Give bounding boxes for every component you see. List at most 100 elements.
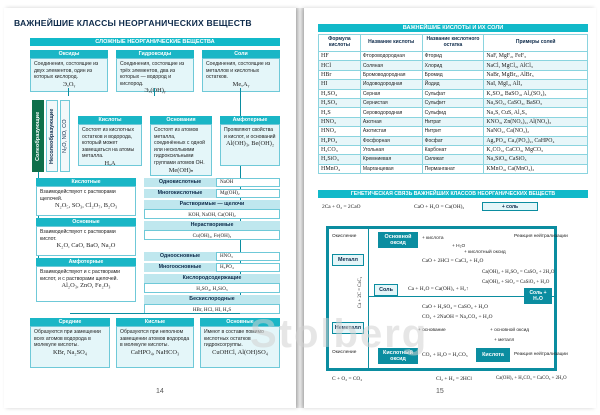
residue-name-cell: Сульфат [421, 88, 485, 99]
basic-oxides-header: Основные [36, 218, 136, 226]
equation: CO₂ + 2NaOH = Na₂CO₃ + H₂O [422, 314, 493, 320]
acid-type-example: H₃PO₄ [216, 263, 280, 272]
plus-salt-label: + соль [482, 202, 538, 211]
acid-name-cell: Азотистая [359, 126, 423, 137]
residue-name-cell: Нитрит [421, 126, 485, 137]
base-type-example: KOH, NaOH, Ca(OH)₂ [144, 209, 280, 219]
diagram-frame-line [326, 368, 556, 371]
basic-salts-card: Основные Имеют в составе помимо кислотны… [200, 318, 280, 368]
acid-name-cell: Бромоводородная [359, 69, 423, 81]
equation: 2Ca + O₂ = 2CaO [322, 204, 361, 210]
acid-name-cell: Соляная [359, 60, 423, 71]
base-type-row: Многокислотные Mg(OH)₂ [144, 189, 280, 198]
non-salt-forming-label: Несолеобразующие [46, 100, 58, 172]
equation: Ca(OH)₂ + H₂SO₄ = CaSO₄ + 2H₂O [482, 270, 555, 275]
non-salt-forming-examples: N₂O, NO, CO [60, 100, 70, 172]
amphoteric-body: Проявляют свойства и кислот, и оснований… [220, 124, 280, 166]
amphoteric-formula: Al(OH)₃, Be(OH)₂ [225, 140, 275, 148]
acidic-salts-card: Кислые Образуются при неполном замещении… [116, 318, 194, 368]
arrow-label: + основной оксид [490, 328, 530, 333]
residue-name-cell: Фосфат [421, 135, 485, 146]
acid-name-cell: Угольная [359, 144, 423, 156]
bases-body: Состоят из атомов металла, соединённых с… [150, 124, 212, 176]
equation: CaO + H₂O = Ca(OH)₂ [414, 204, 465, 210]
acid-formula-cell: H₂S [318, 107, 361, 118]
equation: Ca + H₂O = Ca(OH)₂ + H₂↑ [408, 286, 469, 292]
acid-name-cell: Иодоводородная [359, 79, 423, 90]
metal-node: Металл [332, 254, 364, 266]
bases-formula: Me(OH)ₙ [168, 166, 194, 174]
diagram-frame-line [368, 226, 369, 370]
residue-name-cell: Сульфит [421, 97, 485, 109]
basic-oxides-desc: Взаимодействуют с растворами кислот. [40, 229, 116, 242]
base-type-example: Cu(OH)₂, Fe(OH)₃ [144, 230, 280, 240]
arrow-label: + кислотный оксид [464, 250, 506, 255]
acid-name-cell: Серная [359, 88, 423, 99]
residue-name-cell: Бромид [421, 69, 485, 81]
acidic-salts-body: Образуются при неполном замещении атомов… [116, 326, 194, 368]
salt-examples-cell: Ag₃PO₄, Ca₃(PO₄)₂, CaHPO₄ [483, 135, 588, 146]
column-header: Название кислотного остатка [421, 34, 485, 52]
acids-formula: HₓA [104, 159, 116, 167]
residue-name-cell: Фторид [421, 50, 485, 62]
salts-card: Соли Соединения, состоящие из металлов и… [202, 50, 280, 92]
salt-examples-cell: NaNO₂, Ca(NO₂)₂ [483, 126, 588, 137]
residue-name-cell: Карбонат [421, 144, 485, 156]
acids-header: Кислоты [78, 116, 142, 124]
acid-name-cell: Азотная [359, 116, 423, 128]
medium-salts-header: Средние [30, 318, 110, 326]
acid-formula-cell: HBr [318, 69, 361, 81]
residue-name-cell: Йодид [421, 79, 485, 90]
oxides-header: Оксиды [30, 50, 108, 58]
base-type-label: Растворимые — щелочи [144, 200, 280, 209]
residue-name-cell: Силикат [421, 154, 485, 165]
genetic-link-diagram: 2Ca + O₂ = 2CaO CaO + H₂O = Ca(OH)₂ + со… [318, 200, 588, 390]
salt-examples-cell: K₂CO₃, CaCO₃, MgCO₃ [483, 144, 588, 156]
acid-formula-cell: H₂SO₃ [318, 97, 361, 109]
diagram-frame-line [326, 226, 556, 229]
acid-node: Кислота [476, 348, 510, 362]
arrow-label: + основание [418, 328, 446, 333]
acid-type-label: Многоосновные [144, 263, 216, 272]
acidic-oxides-examples: N₂O₅, SO₃, Cl₂O₇, B₂O₃ [54, 202, 118, 210]
hydroxides-card: Гидроксиды Соединения, состоящие из трёх… [116, 50, 194, 94]
equation: Ca + 2C = CaC₂ [358, 276, 363, 308]
connector-line [70, 313, 240, 314]
salts-desc: Соединения, состоящие из металлов и кисл… [206, 61, 271, 81]
equation: C + O₂ = CO₂ [332, 376, 363, 382]
salt-node: Соль [374, 284, 398, 296]
salt-water-node: Соль + H₂O [524, 288, 552, 304]
page-number: 15 [436, 388, 444, 395]
acid-oxide-node: Кислотный оксид [378, 348, 418, 364]
acids-card: Кислоты Состоят из кислотных остатков и … [78, 116, 142, 167]
bases-header: Основания [150, 116, 212, 124]
arrow-label: Реакция нейтрализации [514, 234, 568, 239]
medium-salts-desc: Образуются при замещении всех атомов вод… [34, 329, 101, 349]
basic-oxide-node: Основной оксид [378, 232, 418, 248]
table-header-row: Формула кислоты Название кислоты Названи… [318, 34, 588, 52]
acid-type-row: Многоосновные H₃PO₄ [144, 263, 280, 272]
acid-formula-cell: HNO₃ [318, 116, 361, 128]
acid-type-example: HNO₃ [216, 252, 280, 261]
base-type-label: Многокислотные [144, 189, 216, 198]
salts-header: Соли [202, 50, 280, 58]
acid-formula-cell: HNO₂ [318, 126, 361, 137]
page-number: 14 [156, 388, 164, 395]
medium-salts-body: Образуются при замещении всех атомов вод… [30, 326, 110, 368]
genetic-link-bar: ГЕНЕТИЧЕСКАЯ СВЯЗЬ ВАЖНЕЙШИХ КЛАССОВ НЕО… [318, 190, 588, 198]
arrow-label: Окисление [332, 234, 357, 239]
diagram-frame-line [326, 226, 329, 370]
equation: CaO + H₂SO₄ = CaSO₄ + H₂O [422, 304, 489, 310]
hydroxides-desc: Соединения, состоящие из трёх элементов,… [120, 61, 185, 87]
acid-name-cell: Фтороводородная [359, 50, 423, 62]
acids-desc: Состоят из кислотных остатков и водорода… [82, 127, 135, 160]
oxides-card: Оксиды Соединения, состоящие из двух эле… [30, 50, 108, 92]
acids-table: Формула кислоты Название кислоты Названи… [318, 34, 588, 175]
acids-body: Состоят из кислотных остатков и водорода… [78, 124, 142, 167]
